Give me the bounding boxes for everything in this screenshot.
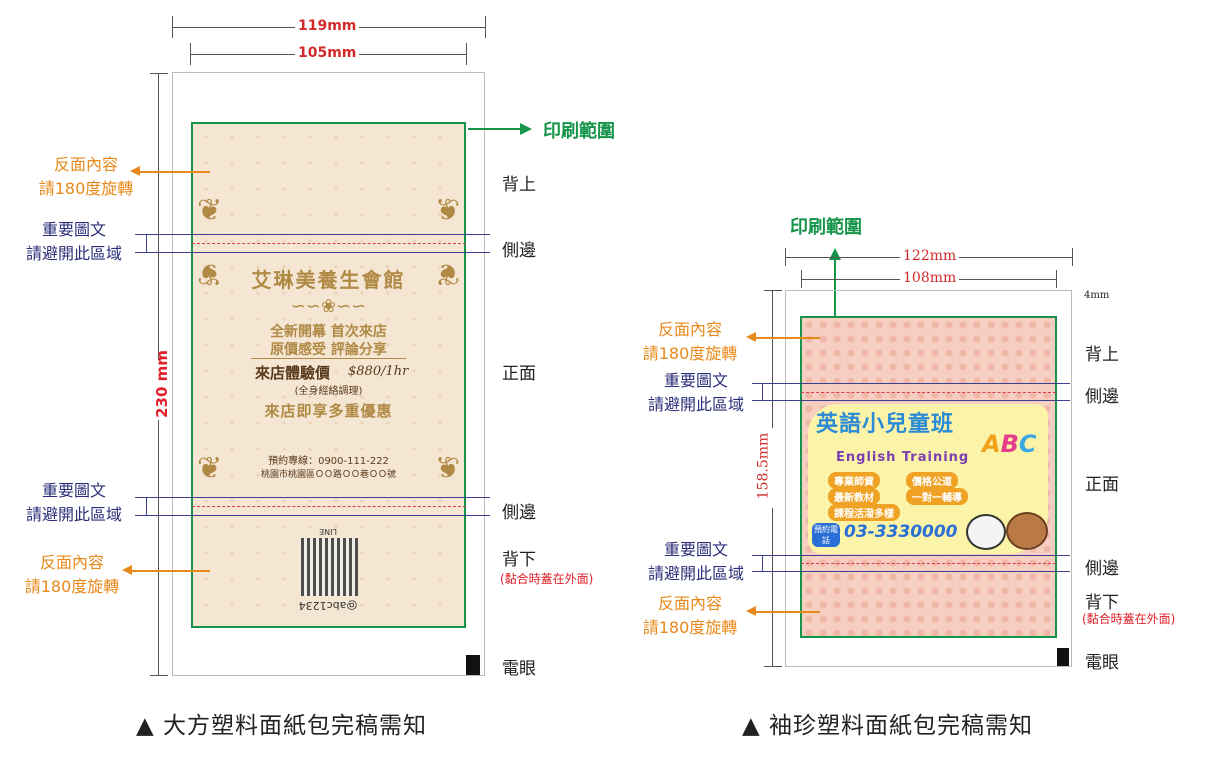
course-phone: 03-3330000 [844, 522, 958, 542]
back-content-rotated: @abc1234 LINE [273, 522, 383, 612]
ornament-icon: ❦ [197, 451, 223, 486]
zone-back-top: 背上 [502, 175, 536, 195]
call-badge: 預約電話 [812, 523, 840, 547]
reverse-label: 反面內容 請180度旋轉 [24, 553, 120, 596]
abc-letters: ABC [982, 430, 1037, 458]
important-label: 重要圖文 請避開此區域 [25, 481, 122, 524]
caption: ▲ 袖珍塑料面紙包完稿需知 [742, 713, 1033, 739]
zone-back-bottom: 背下 [502, 550, 536, 570]
dim-outer-width: 119mm [295, 18, 360, 34]
line-label: LINE [319, 527, 337, 536]
arrow-left-icon [122, 565, 132, 575]
package-outline [785, 290, 1072, 667]
zone-side: 側邊 [502, 241, 536, 261]
deer-icon [1006, 512, 1048, 550]
promo-text: 來店即享多重優惠 [264, 402, 393, 420]
trial-price: $880/1hr [348, 364, 409, 379]
course-subtitle: English Training [836, 450, 970, 465]
reverse-label: 反面內容 請180度旋轉 [642, 594, 738, 637]
card-line2: 原價感受 評論分享 [270, 342, 387, 358]
ornament-icon: ❦ [434, 193, 460, 228]
glue-note: (黏合時蓋在外面) [1082, 612, 1176, 626]
zone-back-top: 背上 [1085, 345, 1119, 365]
trial-sub: (全身經絡調理) [294, 386, 363, 397]
shop-name: 艾琳美養生會館 [251, 268, 406, 292]
panda-icon [966, 514, 1006, 550]
print-area-label: 印刷範圍 [790, 217, 862, 238]
line-id: @abc1234 [298, 599, 358, 612]
feature-badge: 價格公道 [906, 472, 958, 489]
dim-inner-width: 108mm [900, 270, 960, 286]
feature-badge: 最新教材 [828, 488, 880, 505]
feature-badge: 專業師資 [828, 472, 880, 489]
qr-code [300, 538, 358, 596]
address-text: 桃園市桃園區ＯＯ路ＯＯ巷ＯＯ號 [260, 470, 396, 480]
feature-badge: 一對一輔導 [906, 488, 968, 505]
feature-badge: 課程活潑多樣 [828, 504, 900, 521]
important-label: 重要圖文 請避開此區域 [647, 371, 744, 414]
dim-outer-width: 122mm [900, 248, 960, 264]
zone-front: 正面 [1085, 475, 1119, 495]
eye-mark-label: 電眼 [502, 659, 536, 679]
print-area: ❦ ❦ ❦ ❦ ❦ ❦ 艾琳美養生會館 ∽∽❀∽∽ 全新開幕 首次來店 原價感受… [191, 122, 466, 628]
print-area-label: 印刷範圍 [543, 121, 615, 142]
zone-side: 側邊 [1085, 559, 1119, 579]
dim-inner-width: 105mm [295, 45, 360, 61]
dim-height-label: 158.5mm [755, 432, 772, 500]
reverse-label: 反面內容 請180度旋轉 [38, 155, 134, 198]
dim-tick [150, 73, 168, 74]
course-title: 英語小兒童班 [816, 412, 955, 437]
dim-tick [150, 675, 168, 676]
dim-tick [466, 43, 467, 65]
dim-side-label: 4mm [1084, 290, 1110, 301]
trial-label: 來店體驗價 [255, 364, 331, 382]
arrow-left-icon [746, 332, 756, 342]
arrow-up-icon [829, 248, 841, 260]
eye-mark [1057, 648, 1069, 666]
eye-mark-label: 電眼 [1085, 653, 1119, 673]
dim-tick [485, 16, 486, 38]
zone-front: 正面 [502, 364, 536, 384]
reverse-label: 反面內容 請180度旋轉 [642, 320, 738, 363]
ornament-icon: ❦ [197, 193, 223, 228]
package-outline [172, 72, 485, 676]
zone-back-bottom: 背下 [1085, 593, 1119, 613]
eye-mark [466, 655, 480, 675]
phone-text: 預約專線：0900-111-222 [268, 456, 389, 467]
card-line1: 全新開幕 首次來店 [270, 324, 387, 340]
important-label: 重要圖文 請避開此區域 [25, 220, 122, 263]
arrow-left-icon [746, 606, 756, 616]
caption: ▲ 大方塑料面紙包完稿需知 [136, 713, 427, 739]
glue-note: (黏合時蓋在外面) [500, 572, 594, 586]
divider-ornament: ∽∽❀∽∽ [290, 296, 367, 317]
arrow-right-icon [520, 123, 532, 135]
print-area: 英語小兒童班 ABC English Training 專業師資 價格公道 最新… [800, 316, 1057, 638]
zone-side: 側邊 [1085, 387, 1119, 407]
zone-side: 側邊 [502, 503, 536, 523]
important-label: 重要圖文 請避開此區域 [647, 540, 744, 583]
arrow-left-icon [130, 166, 140, 176]
dim-height-label: 230 mm [152, 350, 171, 418]
